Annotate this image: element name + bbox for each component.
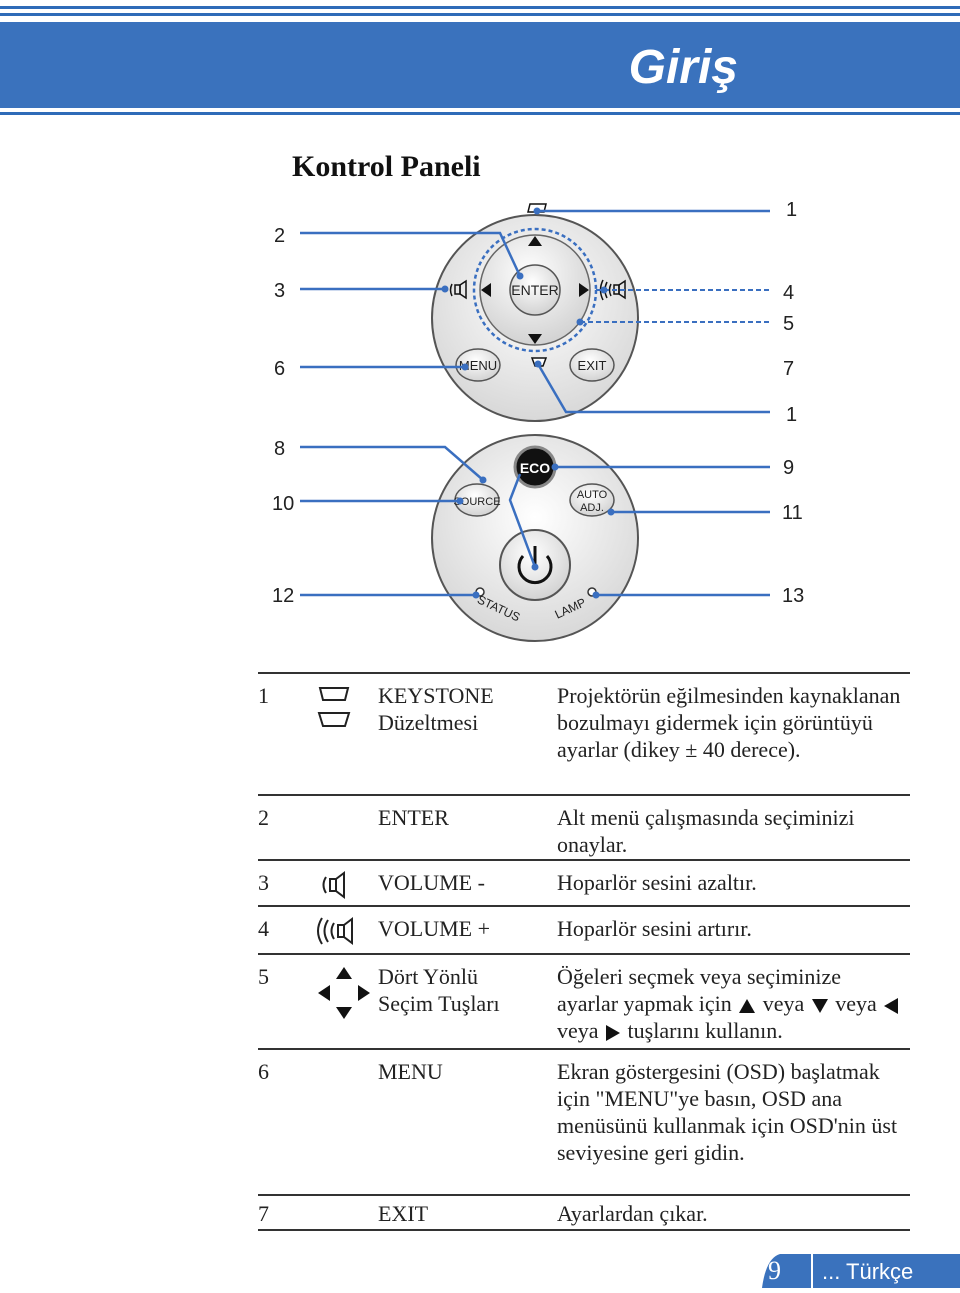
table-row: 2 ENTER Alt menü çalışmasında seçiminizi… <box>258 794 910 859</box>
header-rule-bottom <box>0 112 960 115</box>
callout-right-2: 4 <box>783 282 794 304</box>
arrow-left-icon <box>884 997 899 1014</box>
row-name: MENU <box>378 1059 443 1084</box>
row-name: VOLUME + <box>378 916 491 941</box>
callout-right-5: 1 <box>786 404 797 426</box>
callout-right-1: 1 <box>786 199 797 221</box>
callout-dots <box>441 207 615 599</box>
page-title: Giriş <box>628 41 738 94</box>
row-description: Hoparlör sesini artırır. <box>557 916 752 941</box>
table-row: 1 KEYSTONE Düzeltmesi Projektörün eğilme… <box>258 672 910 794</box>
row-number: 2 <box>258 805 269 830</box>
desc-part-2: veya <box>762 991 805 1016</box>
callout-left-3: 6 <box>274 358 285 380</box>
callout-left-6: 12 <box>272 585 294 607</box>
row-description: Ayarlardan çıkar. <box>557 1201 708 1226</box>
desc-part-5: tuşlarını kullanın. <box>627 1018 783 1043</box>
footer-language: ... Türkçe <box>822 1259 914 1284</box>
table-row: 4 VOLUME + Hoparlör sesini artırır. <box>258 905 910 953</box>
row-name-line-2: Seçim Tuşları <box>378 991 500 1016</box>
table-row: 3 VOLUME - Hoparlör sesini azaltır. <box>258 859 910 905</box>
four-direction-icon <box>314 963 378 1029</box>
power-icon <box>517 546 553 585</box>
callout-right-6: 9 <box>783 457 794 479</box>
exit-button-label: EXIT <box>578 358 607 373</box>
row-name: VOLUME - <box>378 870 485 895</box>
auto-adj-label-1: AUTO <box>577 489 608 501</box>
table-row: 5 Dört Yönlü Seçim Tuşları Öğeleri seçme… <box>258 953 910 1048</box>
control-table: 1 KEYSTONE Düzeltmesi Projektörün eğilme… <box>258 672 910 1231</box>
source-button-label: SOURCE <box>453 496 500 508</box>
control-panel-diagram: ENTER MENU EXIT ECO SOURCE AUTO ADJ. STA… <box>272 199 804 642</box>
callout-right-3: 5 <box>783 313 794 335</box>
row-number: 4 <box>258 916 269 941</box>
callout-left-2: 3 <box>274 280 285 302</box>
arrow-down-icon[interactable] <box>528 334 542 344</box>
row-name: KEYSTONE Düzeltmesi <box>378 683 494 735</box>
callout-right-7: 11 <box>782 502 803 524</box>
table-row: 6 MENU Ekran göstergesini (OSD) başlatma… <box>258 1048 910 1194</box>
eco-button-label: ECO <box>520 460 550 476</box>
row-number: 6 <box>258 1059 269 1084</box>
callout-right-8: 13 <box>782 585 804 607</box>
page-number: 9 <box>768 1256 781 1285</box>
section-title: Kontrol Paneli <box>292 150 481 183</box>
callout-left-4: 8 <box>274 438 285 460</box>
row-number: 3 <box>258 870 269 895</box>
row-description: Öğeleri seçmek veya seçiminize ayarlar y… <box>557 963 907 1044</box>
header-rule-top <box>0 6 960 9</box>
desc-part-1: Öğeleri seçmek veya seçiminize ayarlar y… <box>557 964 842 1016</box>
callout-left-5: 10 <box>272 493 294 515</box>
row-number: 5 <box>258 964 269 989</box>
callout-right-4: 7 <box>783 358 794 380</box>
volume-up-icon <box>314 915 378 951</box>
row-description: Ekran göstergesini (OSD) başlatmak için … <box>557 1059 898 1165</box>
menu-button-shape[interactable] <box>455 348 501 382</box>
keystone-icon <box>314 682 378 738</box>
row-description: Alt menü çalışmasında seçiminizi onaylar… <box>557 805 855 857</box>
menu-button-label: MENU <box>459 358 497 373</box>
header-rule-mid <box>0 13 960 16</box>
callout-lines-dashed <box>580 289 770 323</box>
arrow-down-icon <box>811 998 828 1013</box>
footer-tab <box>762 1254 960 1288</box>
row-description: Hoparlör sesini azaltır. <box>557 870 757 895</box>
callout-left-1: 2 <box>274 225 285 247</box>
enter-button-label: ENTER <box>511 282 558 298</box>
row-name-line-1: Dört Yönlü <box>378 964 479 989</box>
desc-part-3: veya <box>835 991 877 1016</box>
table-row: 7 EXIT Ayarlardan çıkar. <box>258 1194 910 1231</box>
desc-part-4: veya <box>557 1018 599 1043</box>
callout-lines <box>300 209 770 597</box>
arrow-up-icon[interactable] <box>528 236 542 246</box>
row-number: 1 <box>258 683 269 708</box>
row-name: Dört Yönlü Seçim Tuşları <box>378 963 553 1017</box>
row-description: Projektörün eğilmesinden kaynaklanan boz… <box>557 683 901 762</box>
row-number: 7 <box>258 1201 269 1226</box>
arrow-right-icon <box>606 1024 621 1041</box>
volume-down-icon <box>314 869 378 905</box>
arrow-up-icon <box>739 998 756 1013</box>
volume-down-icon[interactable] <box>449 279 467 300</box>
auto-adj-label-2: ADJ. <box>580 502 604 514</box>
auto-adj-button-shape[interactable] <box>569 483 615 517</box>
exit-button-shape[interactable] <box>569 348 615 382</box>
row-name: EXIT <box>378 1201 429 1226</box>
arrow-right-icon[interactable] <box>579 283 589 297</box>
row-name: ENTER <box>378 805 449 830</box>
arrow-left-icon[interactable] <box>481 283 491 297</box>
header-banner <box>0 22 960 108</box>
